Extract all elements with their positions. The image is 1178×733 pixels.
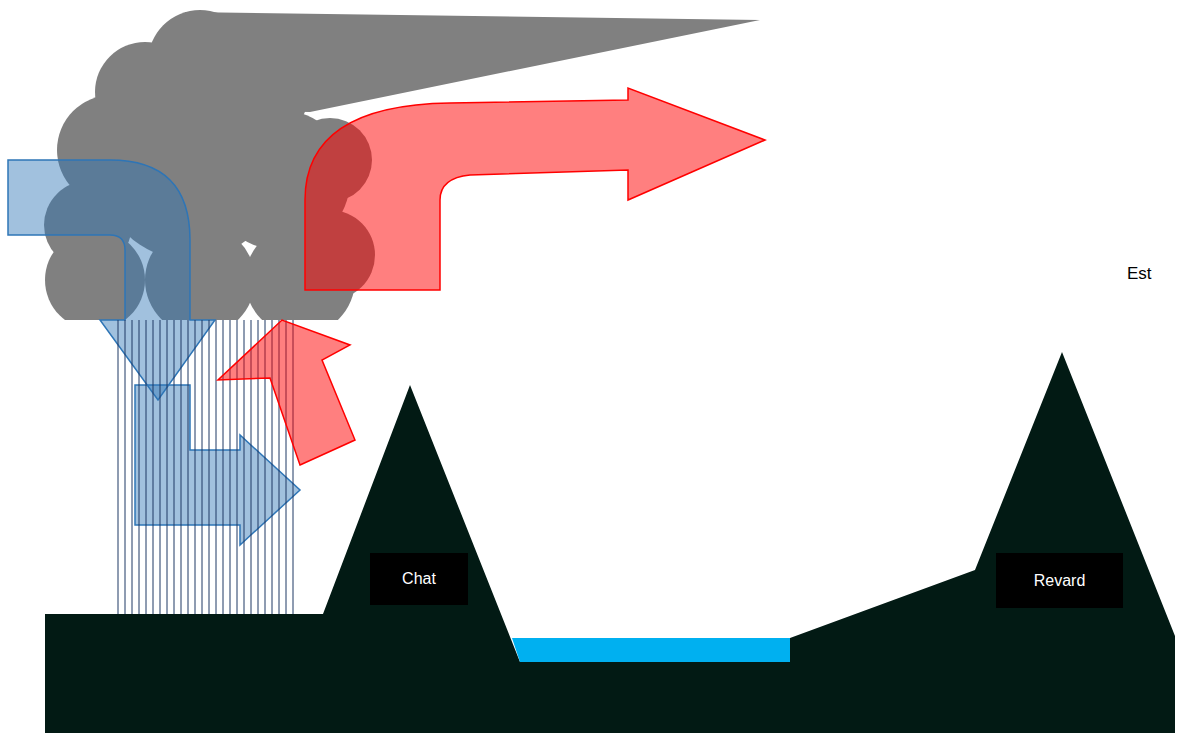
inflow-arrow <box>218 320 355 465</box>
lake <box>512 638 790 662</box>
place-name: Revard <box>1034 572 1086 590</box>
terrain <box>45 352 1175 733</box>
direction-label: Est <box>1127 264 1152 284</box>
updraft-arrow <box>305 88 765 290</box>
downdraft-arrow <box>8 160 215 400</box>
mountain-label: Revard <box>996 553 1123 608</box>
mountain-label: Chat <box>370 553 468 605</box>
anvil <box>185 12 760 112</box>
place-name: Chat <box>402 570 436 588</box>
